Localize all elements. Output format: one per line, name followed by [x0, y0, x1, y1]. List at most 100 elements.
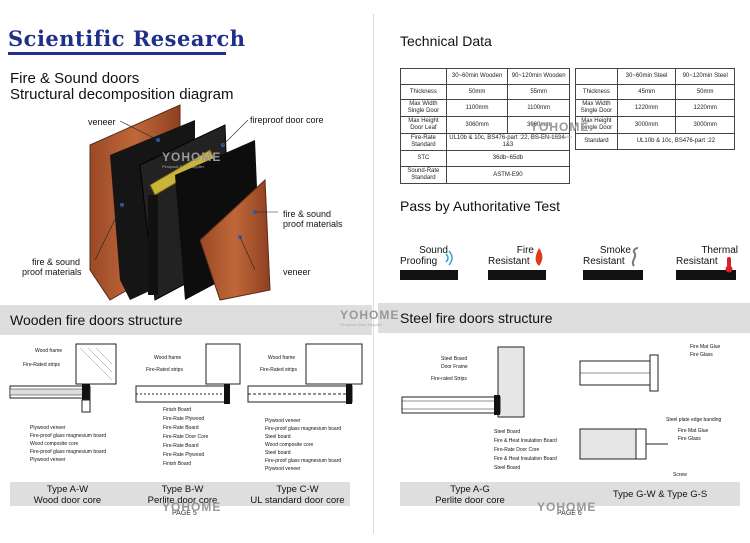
gw-bottom-label-0: Screw [673, 472, 687, 478]
t2-r3-c1: UL10b & 10c, BS476-part :22 [616, 133, 736, 150]
exploded-door-diagram [89, 104, 278, 301]
b-bottom-label-5: Fire-Rate Plywood [163, 452, 205, 458]
t1-r1-c2: 1100mm [507, 99, 570, 117]
a-bottom-label-1: Fire-proof glass magnesium board [30, 433, 107, 439]
a-bottom-label-2: Wood composite core [30, 441, 79, 447]
technical-data-title: Technical Data [400, 33, 492, 49]
watermark-2: YOHOME [340, 308, 400, 322]
diagram-type-a-w [9, 343, 117, 413]
steel-structure-band [378, 303, 750, 333]
watermark-2-tag: Pinopack Door Supplier [340, 322, 383, 327]
t2-r2-c1: 3000mm [616, 116, 677, 134]
badge-sound-line2: Proofing [400, 256, 438, 267]
caption-type-a-w-name: Type A-W [46, 484, 89, 495]
ag-bottom-label-2: Fire-Rate Door Core [494, 447, 540, 453]
ag-bottom-label-0: Steel Board [494, 429, 521, 435]
badge-thermal-line1: Thermal [701, 245, 738, 256]
c-bottom-label-2: Steel board [265, 434, 291, 440]
t1-h0 [400, 68, 447, 85]
a-top-label-0: Wood frame [35, 348, 63, 354]
caption-type-a-g: Type A-G Perlite door core [410, 484, 530, 506]
b-bottom-label-0: Finish Board [163, 407, 192, 413]
badge-thermal-bar [676, 270, 736, 280]
page-title: Scientific Research [8, 26, 246, 51]
c-top-label-0: Wood frame [268, 355, 296, 361]
b-bottom-label-4: Fire-Rate Board [163, 443, 199, 449]
c-bottom-label-5: Fire-proof glass magnesium board [265, 458, 342, 464]
t1-r2-c1: 3060mm [445, 116, 509, 134]
caption-type-b-w-name: Type B-W [161, 484, 204, 495]
smoke-icon [631, 247, 639, 267]
badge-fire-bar [488, 270, 546, 280]
caption-type-c-w-desc: UL standard door core [250, 495, 345, 506]
badge-smoke-bar [583, 270, 643, 280]
steel-structure-title: Steel fire doors structure [400, 310, 553, 326]
badge-sound-line1: Sound [419, 245, 448, 256]
badge-smoke-line2: Resistant [583, 256, 625, 267]
a-bottom-label-0: Plywood veneer [30, 425, 66, 431]
t2-r0-c0: Thickness [575, 84, 618, 100]
watermark-4: YOHOME [162, 500, 222, 514]
t1-r5-c1: ASTM-E90 [445, 166, 571, 184]
c-bottom-label-0: Plywood veneer [265, 418, 301, 424]
wooden-structure-title: Wooden fire doors structure [10, 312, 183, 328]
center-divider [373, 14, 374, 534]
t2-r0-c1: 45mm [616, 84, 677, 100]
label-fire-sound-right-2: proof materials [283, 219, 343, 229]
watermark-1-tag: Pinopack Door Supplier [162, 164, 205, 169]
wooden-spec-table: 30~60min Wooden 90~120min Wooden Thickne… [400, 68, 571, 184]
c-top-label-1: Fire-Rated strips [260, 367, 297, 373]
t1-r1-c0: Max Width Single Door [400, 99, 447, 117]
t1-r0-c0: Thickness [400, 84, 447, 100]
ag-top-label-0: Steel Board [441, 356, 468, 362]
watermark-1: YOHOME [162, 150, 222, 164]
t2-r3-c0: Standard [575, 133, 618, 150]
caption-type-a-g-name: Type A-G [450, 484, 490, 495]
t1-r1-c1: 1100mm [445, 99, 509, 117]
t1-r5-c0: Sound-Rate Standard [400, 166, 447, 184]
watermark-3-tag: Pinopack Door Supplier [530, 134, 573, 139]
a-bottom-label-3: Fire-proof glass magnesium board [30, 449, 107, 455]
wooden-structure-band [0, 305, 372, 335]
caption-type-g-w-g-s: Type G-W & Type G-S [590, 489, 730, 500]
badge-thermal-resistant: Thermal Resistant [676, 245, 738, 280]
a-bottom-label-4: Plywood veneer [30, 457, 66, 463]
caption-type-b-w-desc: Perlite door core [147, 495, 218, 506]
gw-top-label-1: Fire Glass [690, 352, 713, 358]
watermark-3: YOHOME [530, 120, 590, 134]
label-fire-sound-left-2: proof materials [22, 267, 82, 277]
page-number-right: PAGE 6 [557, 510, 582, 517]
gw-mid-label-2: Fire Glass [678, 436, 701, 442]
t2-r2-c2: 3000mm [675, 116, 735, 134]
t1-r0-c1: 50mm [445, 84, 509, 100]
badge-sound-proofing: Sound Proofing [400, 245, 460, 280]
badge-sound-bar [400, 270, 458, 280]
badge-smoke-line1: Smoke [599, 245, 631, 256]
diagram-type-b-w [135, 343, 241, 404]
t1-r4-c0: STC [400, 150, 447, 167]
flame-icon [535, 248, 543, 266]
page-number-left: PAGE 5 [172, 510, 197, 517]
b-top-label-1: Fire-Rated strips [146, 367, 183, 373]
t2-r1-c0: Max Width Single Door [575, 99, 618, 117]
t2-h0 [575, 68, 618, 85]
title-underline [8, 52, 226, 55]
label-fire-sound-right-1: fire & sound [283, 209, 332, 219]
pass-test-title: Pass by Authoritative Test [400, 198, 561, 214]
b-top-label-0: Wood frame [154, 355, 182, 361]
b-bottom-label-1: Fire-Rate Plywood [163, 416, 205, 422]
caption-type-c-w: Type C-W UL standard door core [240, 484, 355, 506]
diagram-type-c-w [247, 343, 363, 404]
t1-r3-c0: Fire-Rate Standard [400, 133, 447, 151]
steel-spec-table: 30~60min Steel 90~120min Steel Thickness… [575, 68, 736, 150]
c-bottom-label-1: Fire-proof glass magnesium board [265, 426, 342, 432]
t1-h2: 90~120min Wooden [507, 68, 570, 85]
ag-top-label-1: Door Frame [441, 364, 468, 370]
caption-type-g-w-name: Type G-W & Type G-S [612, 489, 708, 500]
ag-top-label-2: Fire-rated Strips [431, 376, 467, 382]
gw-top-label-0: Fire Mat Glue [690, 344, 721, 350]
diagram-type-g-w-g-s [579, 354, 668, 460]
ag-bottom-label-1: Fire & Heat Insulation Board [494, 438, 557, 444]
label-fireproof-core: fireproof door core [250, 115, 324, 125]
label-veneer-top: veneer [88, 117, 116, 127]
